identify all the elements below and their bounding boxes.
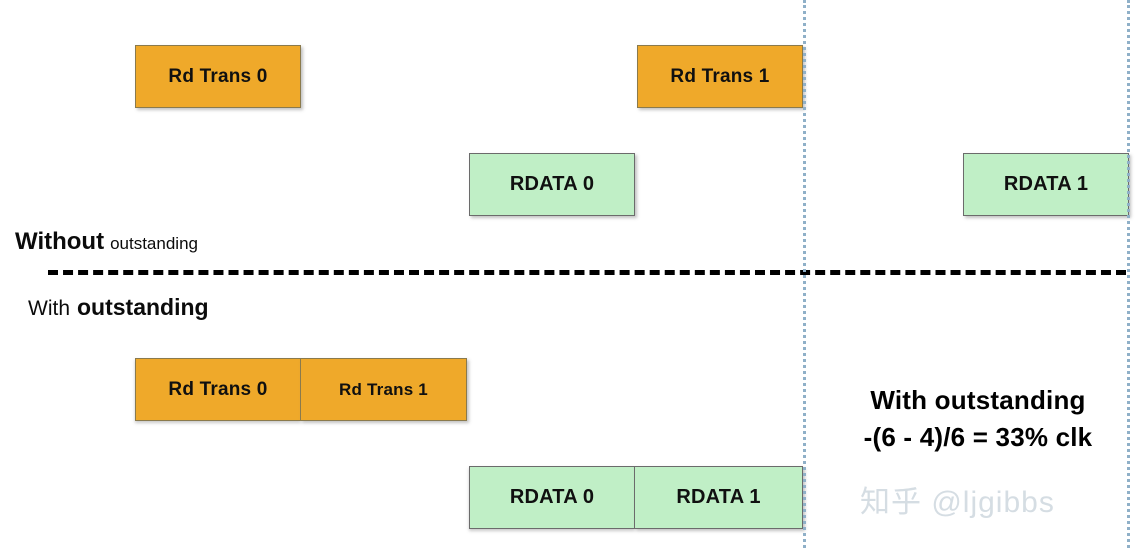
watermark: 知乎 @ljgibbs	[860, 486, 1055, 519]
data-label: RDATA 0	[509, 486, 595, 508]
data-box-rdata-0-without: RDATA 0	[469, 153, 635, 216]
time-marker-line-1	[803, 0, 806, 548]
caption-secondary: With	[28, 297, 70, 320]
transaction-box-rd-trans-0-with: Rd Trans 0	[135, 358, 301, 421]
data-box-rdata-1-with: RDATA 1	[634, 466, 803, 529]
data-label: RDATA 0	[509, 173, 595, 195]
transaction-box-rd-trans-0-without: Rd Trans 0	[135, 45, 301, 108]
time-marker-line-2	[1127, 0, 1130, 548]
annotation-line-2: -(6 - 4)/6 = 33% clk	[863, 422, 1093, 452]
transaction-label: Rd Trans 1	[339, 379, 428, 399]
data-label: RDATA 1	[1003, 173, 1089, 195]
savings-annotation: With outstanding -(6 - 4)/6 = 33% clk	[830, 385, 1126, 453]
caption-emphasis: Without	[15, 228, 105, 255]
caption-secondary: outstanding	[110, 234, 198, 253]
transaction-label: Rd Trans 0	[168, 378, 268, 400]
caption-without-outstanding: Without outstanding	[15, 230, 198, 254]
annotation-line-1: With outstanding	[870, 385, 1086, 415]
transaction-box-rd-trans-1-without: Rd Trans 1	[637, 45, 803, 108]
section-divider	[48, 270, 1126, 275]
data-box-rdata-1-without: RDATA 1	[963, 153, 1129, 216]
data-box-rdata-0-with: RDATA 0	[469, 466, 635, 529]
caption-emphasis: outstanding	[77, 294, 209, 320]
transaction-label: Rd Trans 1	[670, 65, 770, 87]
transaction-box-rd-trans-1-with: Rd Trans 1	[300, 358, 467, 421]
transaction-label: Rd Trans 0	[168, 65, 268, 87]
data-label: RDATA 1	[676, 486, 761, 508]
caption-with-outstanding: With outstanding	[28, 294, 209, 320]
